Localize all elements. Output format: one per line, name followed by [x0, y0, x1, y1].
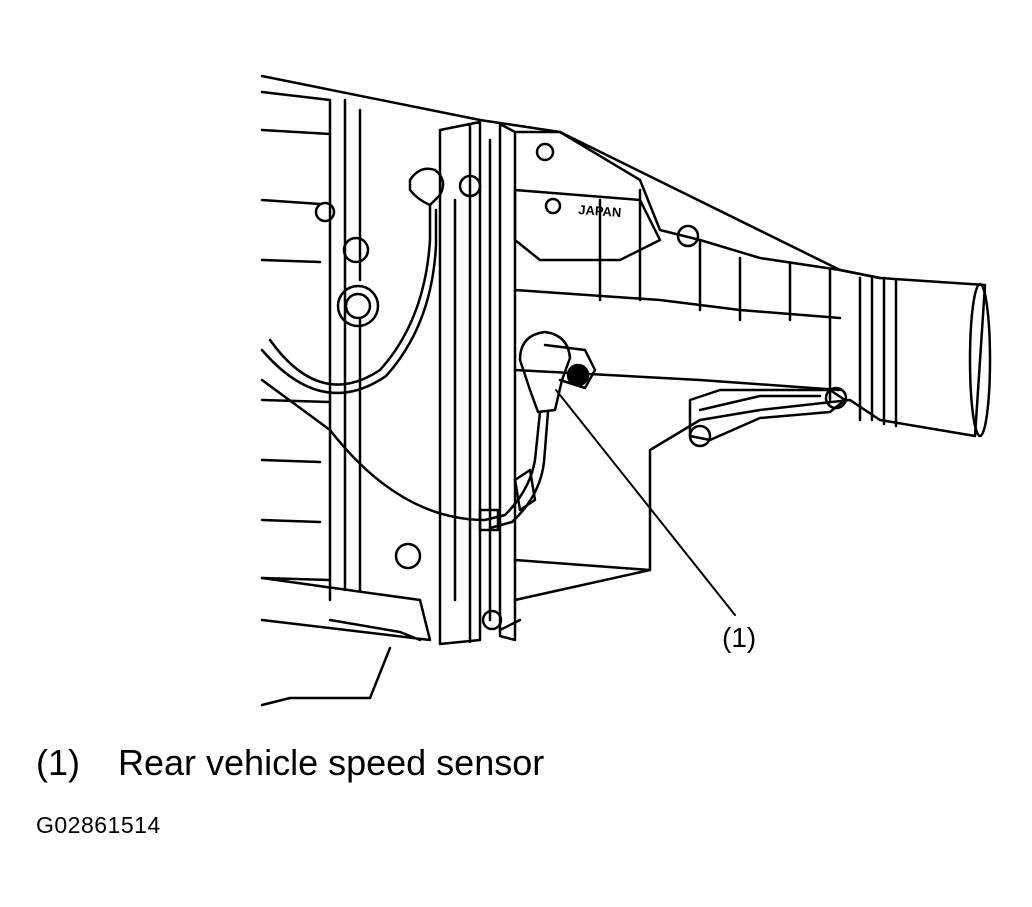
bolt-rib — [314, 201, 336, 223]
case-flange — [438, 120, 517, 646]
front-sensor-harness — [268, 203, 432, 386]
legend-number: (1) — [36, 742, 80, 783]
flange-inner — [453, 138, 492, 622]
extension-ribs — [598, 188, 862, 422]
bolt-housing — [676, 224, 700, 248]
extension-housing-top — [513, 130, 842, 272]
case-bottom-edge — [260, 576, 432, 642]
legend-row: (1) Rear vehicle speed sensor — [36, 742, 544, 784]
front-sensor — [408, 167, 445, 207]
emboss-text: JAPAN — [578, 202, 622, 220]
front-sensor-harness-inner — [260, 208, 438, 395]
bolt-port-ring — [344, 292, 372, 320]
case-left-panels — [260, 90, 332, 602]
rear-speed-sensor — [518, 330, 572, 414]
bracket-hole-left — [688, 424, 712, 448]
bolt-bottom — [481, 609, 503, 631]
legend-label: Rear vehicle speed sensor — [118, 742, 545, 783]
mount-bracket — [688, 388, 847, 442]
bolt-port-small — [342, 236, 370, 264]
bolt-upper-right — [535, 142, 555, 162]
output-rings — [870, 274, 898, 428]
case-left-rib — [343, 98, 362, 592]
rear-sensor-tab — [543, 343, 597, 390]
harness-connector — [478, 468, 537, 532]
extension-lower — [498, 568, 652, 632]
bolt-upper-left — [458, 174, 482, 198]
rear-sensor-harness — [260, 378, 542, 522]
output-housing — [838, 268, 987, 438]
bolt-lower-flange — [394, 542, 422, 570]
bolt-port-large — [336, 284, 380, 328]
callout-leader — [555, 389, 736, 616]
figure-id: G02861514 — [36, 812, 161, 838]
output-flange-end — [968, 282, 992, 438]
emboss-panel — [513, 188, 662, 262]
callout-label: (1) — [722, 622, 756, 654]
bracket-hole-right — [824, 386, 848, 410]
emboss-logo-icon — [544, 197, 562, 215]
callout-number: (1) — [722, 622, 757, 653]
oil-pan-line — [260, 646, 392, 707]
